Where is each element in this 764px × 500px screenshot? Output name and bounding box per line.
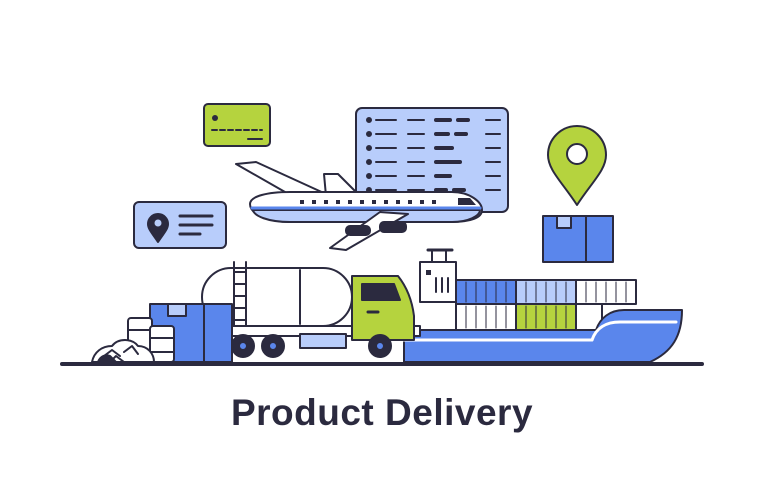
location-chat-icon bbox=[133, 201, 227, 249]
tanker-truck-icon bbox=[201, 261, 421, 358]
package-box-icon bbox=[542, 215, 614, 263]
page-title: Product Delivery bbox=[230, 392, 534, 433]
airplane-icon bbox=[235, 161, 483, 251]
cargo-ship-icon bbox=[402, 248, 683, 363]
schedule-board-icon bbox=[355, 107, 509, 213]
credit-card-icon bbox=[203, 103, 271, 147]
rocks bbox=[91, 339, 155, 363]
location-pin-icon bbox=[547, 125, 607, 206]
